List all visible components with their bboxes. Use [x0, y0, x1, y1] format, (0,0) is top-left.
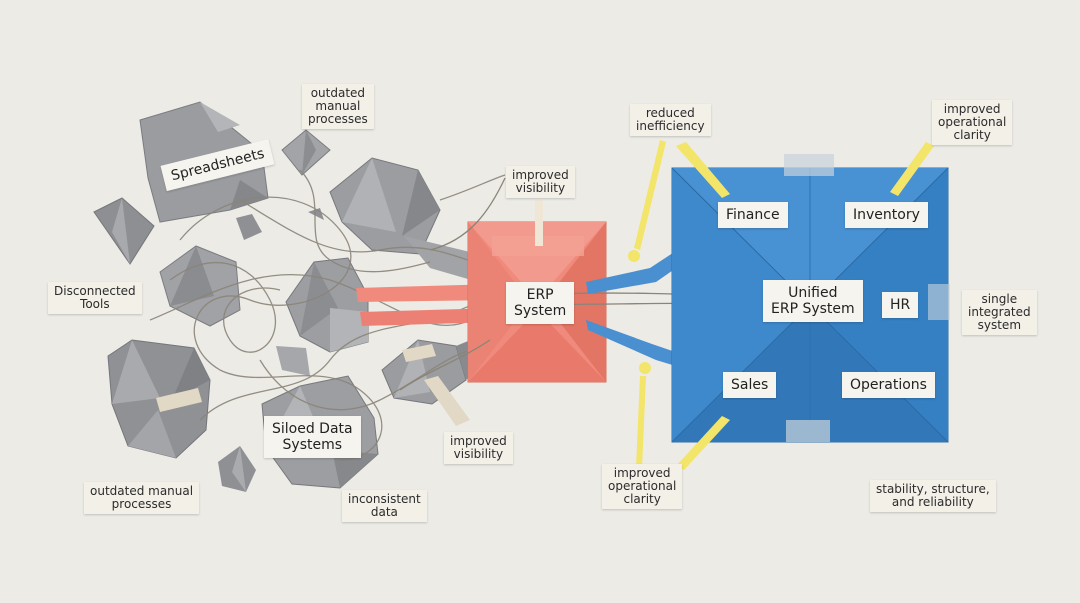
label-improved-operational-clarity-bottom: improved operational clarity	[602, 464, 683, 509]
label-unified-erp-system: Unified ERP System	[763, 280, 863, 322]
label-improved-visibility-bottom: improved visibility	[444, 432, 513, 464]
paper-tags	[156, 344, 470, 426]
label-improved-visibility-top: improved visibility	[506, 166, 575, 198]
label-finance: Finance	[718, 202, 788, 228]
label-siloed-data-systems: Siloed Data Systems	[264, 416, 361, 458]
label-outdated-manual-processes-bottom: outdated manual processes	[84, 482, 200, 514]
yellow-pointers	[628, 140, 934, 470]
label-inconsistent-data: inconsistent data	[342, 490, 427, 522]
label-outdated-manual-processes-top: outdated manual processes	[302, 84, 374, 129]
label-hr: HR	[882, 292, 919, 318]
label-operations: Operations	[842, 372, 935, 398]
label-reduced-inefficiency: reduced inefficiency	[630, 104, 711, 136]
label-inventory: Inventory	[845, 202, 928, 228]
label-improved-operational-clarity-top: improved operational clarity	[932, 100, 1013, 145]
label-single-integrated-system: single integrated system	[962, 290, 1037, 335]
label-stability-structure-reliability: stability, structure, and reliability	[870, 480, 996, 512]
label-sales: Sales	[723, 372, 777, 398]
label-erp-system: ERP System	[506, 282, 575, 324]
label-disconnected-tools: Disconnected Tools	[48, 282, 142, 314]
